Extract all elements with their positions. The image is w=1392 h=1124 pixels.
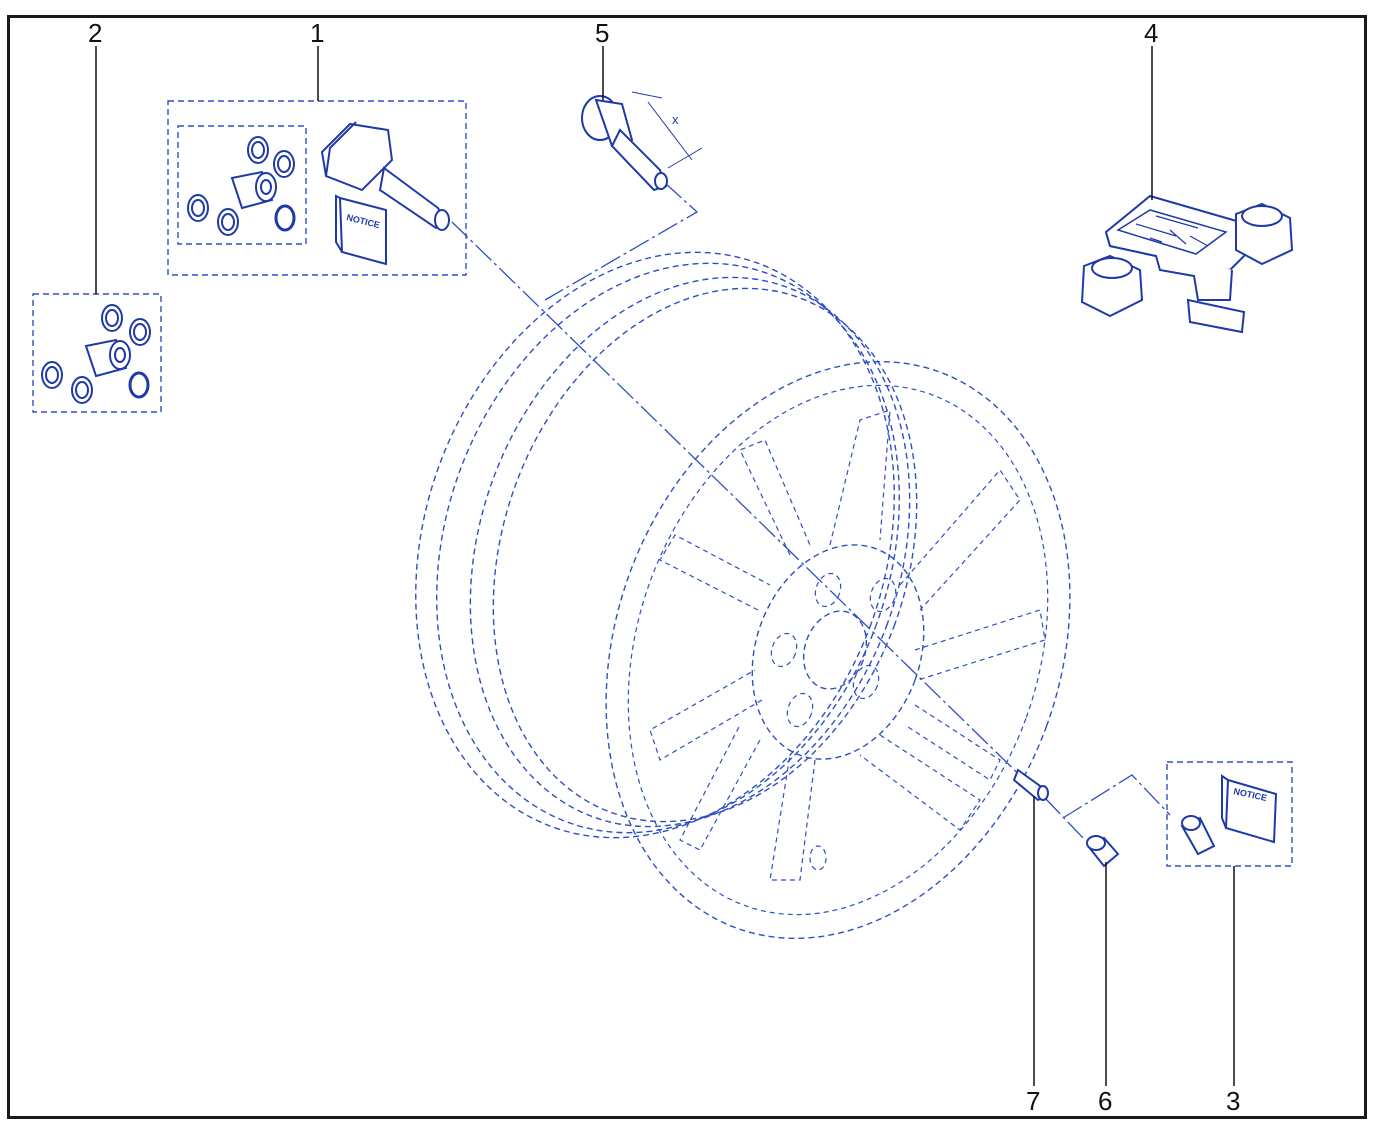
- callout-2: 2: [88, 18, 102, 48]
- callout-1: 1: [310, 18, 324, 48]
- valve-stem-part-5: x: [581, 91, 703, 192]
- leader-lines: [95, 46, 1235, 1086]
- callout-6: 6: [1098, 1086, 1112, 1116]
- callout-4: 4: [1144, 18, 1158, 48]
- dimension-x-label: x: [672, 112, 679, 127]
- callout-5: 5: [595, 18, 609, 48]
- kit-2-seal-kit: [32, 293, 162, 413]
- tpms-tool-part-4: [1080, 194, 1294, 334]
- wheel-phantom: [415, 251, 1071, 940]
- tpms-sensor-icon: [320, 121, 450, 231]
- diagram-frame: [7, 15, 1367, 1119]
- assembly-axis: [451, 182, 1171, 841]
- notice-booklet-icon: NOTICE: [1221, 774, 1278, 844]
- callout-7: 7: [1026, 1086, 1040, 1116]
- valve-part-7: [1012, 768, 1049, 802]
- kit-3-cap-kit: NOTICE: [1166, 761, 1293, 867]
- notice-booklet-icon: NOTICE: [335, 194, 387, 266]
- kit-1-sensor-kit: NOTICE: [167, 100, 467, 276]
- seal-ring-icon: [247, 136, 269, 164]
- valve-cap-part-6: [1086, 835, 1120, 868]
- callout-numbers: 2 1 5 4 7 6 3: [88, 18, 1240, 1116]
- callout-3: 3: [1226, 1086, 1240, 1116]
